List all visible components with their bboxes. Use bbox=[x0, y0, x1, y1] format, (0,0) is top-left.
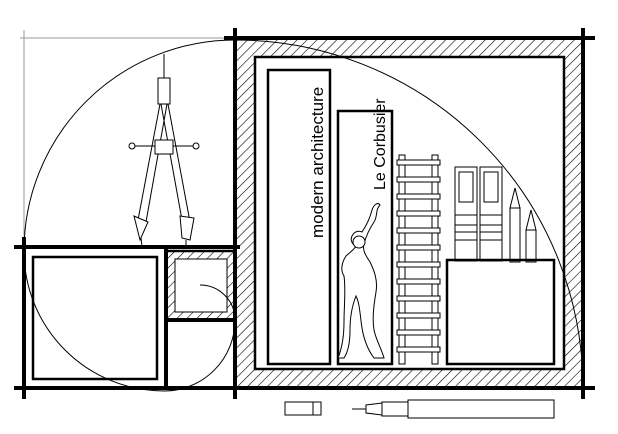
pencil-icon bbox=[509, 187, 521, 263]
ruler-ladder-icon bbox=[396, 154, 441, 365]
golden-spiral bbox=[23, 39, 584, 392]
marker-icon bbox=[454, 166, 478, 262]
book-le-corbusier: Le Corbusier bbox=[336, 98, 394, 366]
left-square-frame bbox=[14, 237, 240, 399]
pencil-icon bbox=[525, 209, 537, 263]
modulor-figure-icon bbox=[337, 203, 385, 359]
pen-cap-icon bbox=[284, 401, 322, 416]
book1-title: modern architecture bbox=[308, 87, 327, 238]
book2-title: Le Corbusier bbox=[372, 98, 389, 190]
compass-icon bbox=[128, 54, 200, 247]
book-modern-architecture: modern architecture bbox=[266, 68, 332, 366]
marker-icon bbox=[479, 166, 503, 262]
ladder-rungs bbox=[396, 159, 441, 353]
technical-pen-icon bbox=[352, 399, 555, 419]
small-hatched-square bbox=[164, 247, 237, 388]
pen-cup bbox=[445, 166, 556, 366]
large-square-frame bbox=[224, 28, 595, 399]
